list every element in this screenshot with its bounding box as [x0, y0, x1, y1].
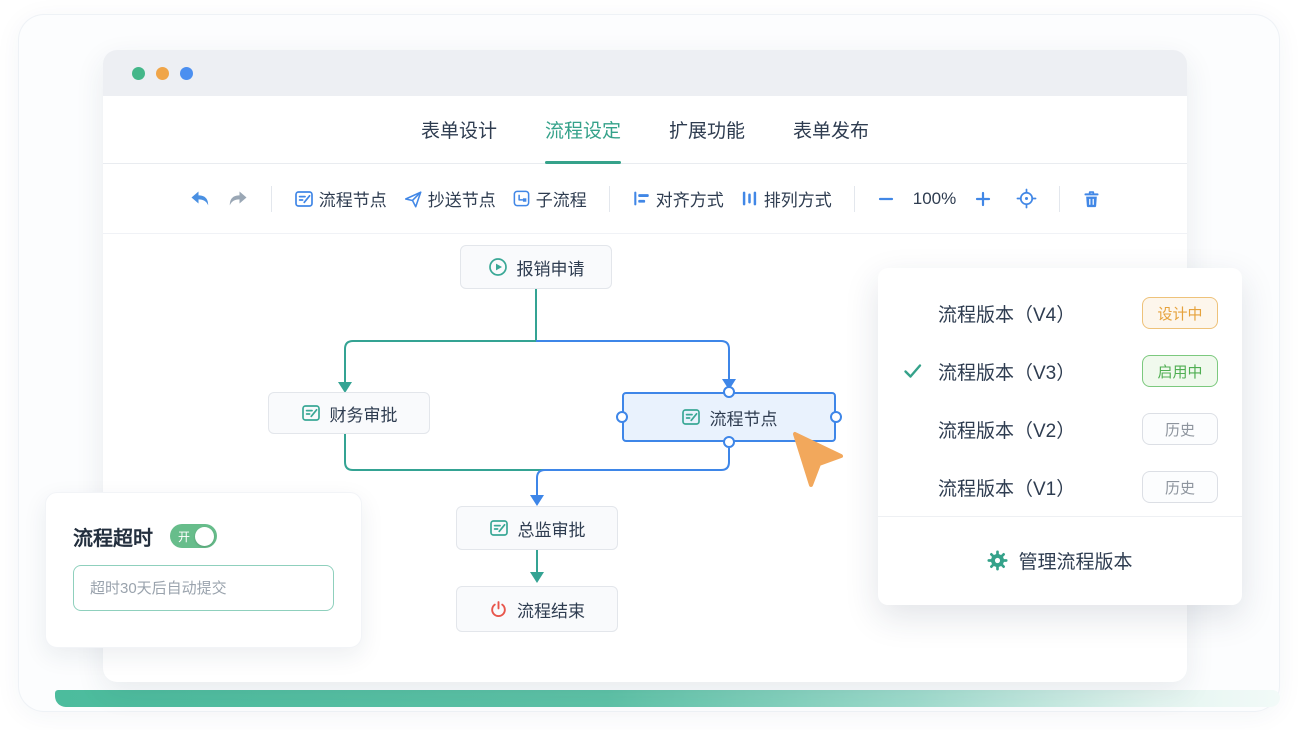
add-flow-node-button[interactable]: 流程节点 — [294, 186, 387, 211]
version-row-v2[interactable]: 流程版本（V2） 历史 — [878, 400, 1242, 458]
tab-form-design[interactable]: 表单设计 — [420, 121, 497, 142]
arrange-icon — [742, 191, 756, 206]
tab-form-publish[interactable]: 表单发布 — [793, 121, 870, 142]
undo-icon — [191, 191, 208, 205]
status-badge: 设计中 — [1142, 297, 1218, 329]
form-node-icon — [681, 409, 700, 425]
timeout-toggle[interactable]: 开 — [170, 524, 217, 548]
gear-icon — [987, 549, 1009, 571]
toggle-on-label: 开 — [178, 529, 191, 544]
add-cc-node-label: 抄送节点 — [427, 191, 496, 210]
zoom-in-button[interactable] — [974, 190, 992, 208]
version-row-v1[interactable]: 流程版本（V1） 历史 — [878, 458, 1242, 516]
locate-button[interactable] — [1016, 188, 1037, 209]
timeout-title: 流程超时 — [73, 527, 153, 550]
zoom-out-icon — [878, 197, 893, 200]
node-label: 财务审批 — [329, 405, 398, 425]
node-handle-top[interactable] — [723, 386, 735, 398]
add-subflow-button[interactable]: 子流程 — [512, 186, 587, 211]
version-label: 流程版本（V3） — [938, 362, 1076, 384]
trash-icon — [1084, 190, 1099, 207]
version-label: 流程版本（V1） — [938, 478, 1076, 500]
node-label: 流程结束 — [517, 601, 585, 621]
window-titlebar — [103, 50, 1187, 96]
version-label: 流程版本（V4） — [938, 304, 1076, 326]
tab-flow-setting[interactable]: 流程设定 — [544, 96, 622, 164]
manage-versions-button[interactable]: 管理流程版本 — [878, 517, 1242, 603]
add-cc-node-button[interactable]: 抄送节点 — [403, 186, 496, 211]
toolbar-divider — [1059, 185, 1061, 212]
toggle-knob — [195, 526, 214, 546]
node-start[interactable]: 报销申请 — [460, 245, 612, 289]
toolbar-divider — [608, 185, 610, 212]
form-node-icon — [294, 190, 313, 207]
node-finance-approval[interactable]: 财务审批 — [268, 392, 430, 434]
check-icon — [902, 359, 926, 383]
check-placeholder — [902, 301, 926, 325]
manage-versions-label: 管理流程版本 — [1018, 551, 1133, 573]
version-row-v3[interactable]: 流程版本（V3） 启用中 — [878, 342, 1242, 400]
toolbar-divider — [853, 185, 855, 212]
window-minimize-dot[interactable] — [156, 66, 169, 80]
zoom-out-button[interactable] — [877, 190, 895, 208]
tab-bar: 表单设计 流程设定 扩展功能 表单发布 — [103, 96, 1187, 164]
node-label: 总监审批 — [517, 520, 586, 540]
version-row-v4[interactable]: 流程版本（V4） 设计中 — [878, 284, 1242, 342]
redo-icon — [229, 191, 247, 205]
window-maximize-dot[interactable] — [180, 66, 193, 80]
cursor-pointer-icon — [793, 432, 843, 487]
node-handle-right[interactable] — [830, 411, 842, 423]
node-director-approval[interactable]: 总监审批 — [456, 506, 618, 550]
undo-button[interactable] — [189, 189, 211, 209]
zoom-in-icon — [976, 191, 991, 206]
add-flow-node-label: 流程节点 — [318, 191, 387, 210]
align-mode-label: 对齐方式 — [655, 191, 724, 210]
delete-button[interactable] — [1082, 189, 1101, 209]
toolbar: 流程节点 抄送节点 子流程 — [103, 164, 1187, 234]
node-handle-left[interactable] — [616, 411, 628, 423]
status-badge: 历史 — [1142, 413, 1218, 445]
timeout-input[interactable] — [73, 565, 334, 611]
add-subflow-label: 子流程 — [535, 191, 587, 210]
check-placeholder — [902, 417, 926, 441]
decor-teal-bar — [55, 690, 1280, 707]
arrange-mode-label: 排列方式 — [763, 191, 832, 210]
form-node-icon — [301, 405, 320, 421]
redo-button[interactable] — [227, 189, 249, 209]
subflow-icon — [513, 190, 530, 207]
node-end[interactable]: 流程结束 — [456, 586, 618, 632]
check-placeholder — [902, 475, 926, 499]
timeout-panel: 流程超时 开 — [45, 492, 362, 648]
paper-plane-icon — [404, 190, 422, 207]
tab-extensions[interactable]: 扩展功能 — [669, 121, 746, 142]
node-handle-bottom[interactable] — [723, 436, 735, 448]
toolbar-divider — [270, 185, 272, 212]
locate-icon — [1016, 188, 1037, 209]
zoom-level: 100% — [912, 188, 957, 208]
version-label: 流程版本（V2） — [938, 420, 1076, 442]
arrange-mode-button[interactable]: 排列方式 — [740, 186, 832, 211]
play-circle-icon — [488, 258, 507, 276]
status-badge: 启用中 — [1142, 355, 1218, 387]
node-label: 报销申请 — [516, 259, 585, 279]
align-mode-button[interactable]: 对齐方式 — [632, 186, 724, 211]
form-node-icon — [489, 520, 508, 536]
align-icon — [634, 191, 649, 206]
power-icon — [491, 600, 506, 617]
node-label: 流程节点 — [709, 409, 778, 429]
version-panel: 流程版本（V4） 设计中 流程版本（V3） 启用中 流程版本（V2） 历史 流程… — [878, 268, 1242, 605]
window-close-dot[interactable] — [132, 66, 145, 80]
panel-divider — [878, 516, 1242, 517]
status-badge: 历史 — [1142, 471, 1218, 503]
